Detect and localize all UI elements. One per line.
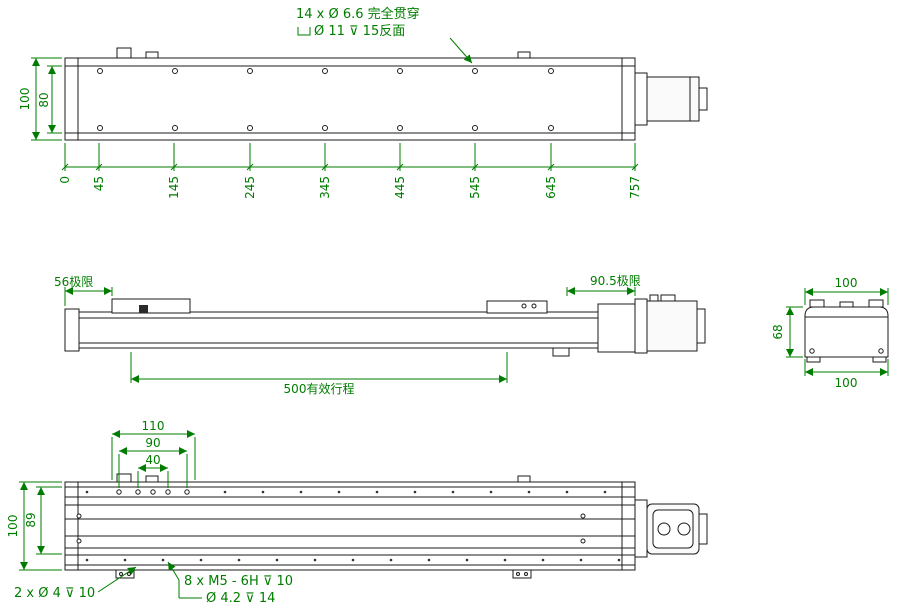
station-label-0: 0 <box>58 176 72 184</box>
station-label-7: 645 <box>544 176 558 199</box>
station-label-1: 45 <box>92 176 106 191</box>
dim-label-end-bottom-width: 100 <box>835 376 858 390</box>
dim-label-top-total-height: 100 <box>18 88 32 111</box>
tap-callout-leader <box>167 561 180 581</box>
dim-label-right-limit: 90.5极限 <box>590 274 641 288</box>
carriage-block <box>111 298 191 314</box>
dim-label-110: 110 <box>142 419 165 433</box>
sensor-tab <box>517 51 531 59</box>
dim-label-90: 90 <box>145 436 160 450</box>
side-view-dimensions: 56极限 90.5极限 500有效行程 <box>54 274 641 396</box>
tap-callout-line1: 8 x M5 - 6H ⊽ 10 <box>184 574 293 589</box>
station-label-8: 757 <box>628 176 642 199</box>
station-label-4: 345 <box>318 176 332 199</box>
side-view-body <box>64 294 706 357</box>
dim-label-top-inner-height: 80 <box>37 92 51 107</box>
dim-label-end-top-width: 100 <box>835 276 858 290</box>
dim-label-effective-travel: 500有效行程 <box>284 381 355 396</box>
counterbore-icon <box>297 27 311 36</box>
sensor-dog <box>139 305 148 313</box>
end-view-dimensions: 100 68 100 <box>771 276 889 390</box>
end-view: 100 68 100 <box>771 276 889 390</box>
station-label-2: 145 <box>167 176 181 199</box>
bottom-view-dimensions: 110 90 40 100 89 <box>6 419 196 571</box>
station-label-5: 445 <box>393 176 407 199</box>
motor-bottom-view <box>634 499 708 558</box>
top-view-body <box>64 47 708 141</box>
top-view-dimensions: 100 80 0 45 145 245 345 445 545 <box>18 57 642 199</box>
motor-side-view <box>597 294 706 354</box>
end-view-body <box>804 299 889 363</box>
hole-callout-line1: 14 x Ø 6.6 完全贯穿 <box>296 6 420 22</box>
sensor-tab <box>145 51 159 59</box>
dim-label-bottom-total-height: 100 <box>6 515 20 538</box>
dowel-callout: 2 x Ø 4 ⊽ 10 <box>14 586 95 601</box>
station-label-6: 545 <box>468 176 482 199</box>
top-view-hole-callout: 14 x Ø 6.6 完全贯穿 Ø 11 ⊽ 15反面 <box>296 6 473 64</box>
dim-label-end-height: 68 <box>771 324 785 339</box>
slider-block <box>486 300 548 314</box>
top-view: 100 80 0 45 145 245 345 445 545 <box>18 6 708 199</box>
callout-leader <box>449 37 473 64</box>
side-view: 56极限 90.5极限 500有效行程 <box>54 274 706 396</box>
motor-top-view <box>634 72 708 126</box>
bottom-view-callouts: 2 x Ø 4 ⊽ 10 8 x M5 - 6H ⊽ 10 Ø 4.2 ⊽ 14 <box>14 561 293 606</box>
sensor-tab <box>116 47 132 59</box>
bottom-view: 110 90 40 100 89 2 x Ø 4 ⊽ 10 8 x <box>6 419 708 606</box>
dim-label-left-limit: 56极限 <box>54 275 93 289</box>
bottom-view-body <box>64 473 708 579</box>
hole-callout-line2: Ø 11 ⊽ 15反面 <box>314 24 405 39</box>
dowel-callout-leader <box>97 566 137 593</box>
station-label-3: 245 <box>243 176 257 199</box>
dim-label-bottom-inner-height: 89 <box>24 512 38 527</box>
dim-label-40: 40 <box>145 453 160 467</box>
tap-callout-line2: Ø 4.2 ⊽ 14 <box>206 591 275 606</box>
